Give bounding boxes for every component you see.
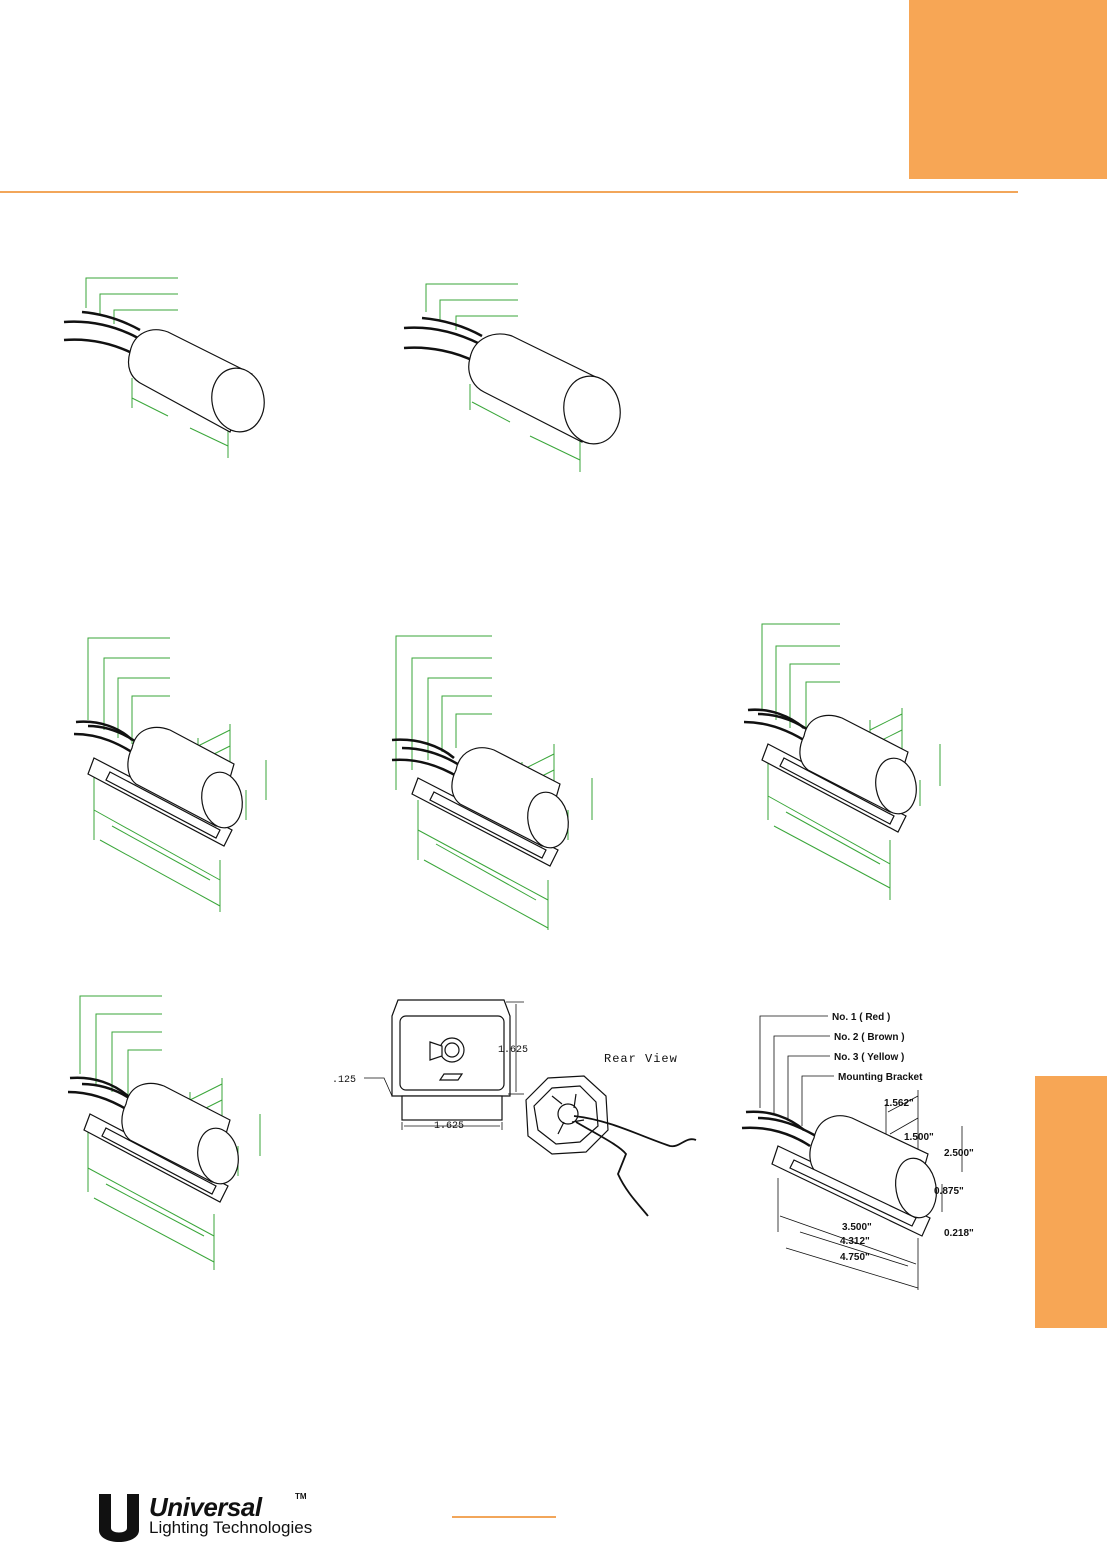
dim-5: 0.218"	[944, 1228, 974, 1239]
side-tab	[1035, 1076, 1107, 1328]
lead-label-4: Mounting Bracket	[838, 1072, 923, 1083]
dim-igniter-height: 1.625	[498, 1045, 528, 1056]
corner-tab-top	[909, 0, 1107, 179]
logo-tagline: Lighting Technologies	[149, 1518, 313, 1537]
dim-6: 3.500"	[842, 1222, 872, 1233]
lead-label-3: No. 3 ( Yellow )	[834, 1052, 904, 1063]
drawing-bracket-4	[67, 995, 261, 1270]
drawing-cylinder-1	[63, 277, 265, 458]
logo-trademark: TM	[295, 1492, 307, 1501]
dim-3: 2.500"	[944, 1148, 974, 1159]
drawing-bracket-2	[391, 635, 593, 930]
rear-view-label: Rear View	[604, 1052, 678, 1066]
dim-igniter-width: 1.625	[434, 1121, 464, 1132]
dim-8: 4.750"	[840, 1252, 870, 1263]
drawing-cylinder-2	[403, 283, 621, 472]
dim-7: 4.312"	[840, 1236, 870, 1247]
drawing-bracket-3	[743, 623, 941, 900]
dim-igniter-base: .125	[332, 1075, 356, 1086]
logo-wordmark: Universal	[149, 1492, 262, 1522]
lead-label-2: No. 2 ( Brown )	[834, 1032, 905, 1043]
drawing-bracket-labeled: No. 1 ( Red ) No. 2 ( Brown ) No. 3 ( Ye…	[741, 1012, 974, 1290]
footer-rule	[452, 1516, 556, 1518]
dim-1: 1.562"	[884, 1098, 914, 1109]
lead-label-1: No. 1 ( Red )	[832, 1012, 890, 1023]
header-rule	[0, 191, 1018, 193]
drawing-igniter-square: 1.625 1.625 .125 Rear View	[332, 999, 697, 1217]
drawing-bracket-1	[73, 637, 267, 912]
dim-4: 0.875"	[934, 1186, 964, 1197]
company-logo: Universal TM Lighting Technologies	[95, 1492, 375, 1544]
logo-mark-icon	[99, 1494, 139, 1542]
dim-2: 1.500"	[904, 1132, 934, 1143]
